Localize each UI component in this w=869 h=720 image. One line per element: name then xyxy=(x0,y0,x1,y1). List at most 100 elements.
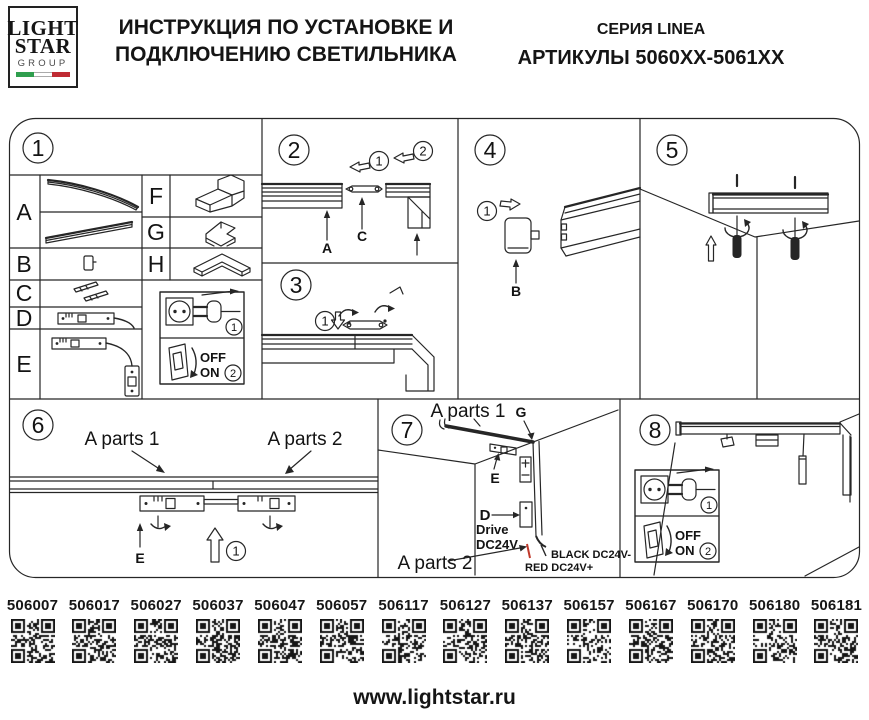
black-wire-label: BLACK DC24V- xyxy=(551,549,631,561)
qr-item: 506127 xyxy=(436,597,495,663)
qr-item: 506117 xyxy=(374,597,433,663)
qr-item: 506027 xyxy=(127,597,186,663)
qr-article-row: 506007 506017 506027 506037 506047 50605… xyxy=(3,597,866,663)
joined-track-icon xyxy=(260,333,435,392)
right-arrow-icon xyxy=(499,198,521,211)
up-arrow-icon xyxy=(705,235,717,262)
label-a-parts-1: A parts 1 xyxy=(85,429,160,450)
qr-code xyxy=(752,619,797,663)
step-4-badge: 4 xyxy=(474,134,506,166)
part-letter-b: B xyxy=(16,251,31,277)
spotlight-icon xyxy=(720,433,735,448)
on-label: ON xyxy=(200,365,220,380)
svg-text:2: 2 xyxy=(419,144,426,159)
ceiling-corner-lines xyxy=(639,188,860,399)
label-b-pointer: B xyxy=(511,259,521,299)
step-5-panel: 5 xyxy=(639,134,860,399)
socket-icon xyxy=(165,297,194,326)
part-c-connector-pins-icon xyxy=(73,281,109,302)
track-box-icon xyxy=(755,434,779,447)
up-arrow-icon xyxy=(206,527,224,563)
track-connector-boxes xyxy=(519,456,533,528)
driver-boards-icon xyxy=(139,495,296,512)
qr-article-label: 506170 xyxy=(687,597,739,614)
screw-rotation-icons xyxy=(150,515,283,531)
screws-icon xyxy=(735,173,797,190)
page-title-line2: ПОДКЛЮЧЕНИЮ СВЕТИЛЬНИКА xyxy=(115,43,457,67)
red-wire-label: RED DC24V+ xyxy=(525,562,593,574)
switch-step-badge: 2 xyxy=(224,364,242,382)
part-letter-h: H xyxy=(148,251,165,277)
step-7-badge: 7 xyxy=(391,414,423,446)
label-e-pointer: E xyxy=(489,443,517,486)
lightstar-logo: LIGHT STAR GROUP xyxy=(7,6,78,88)
step-8-panel: 8 xyxy=(633,413,860,577)
svg-text:E: E xyxy=(135,550,144,566)
label-a-parts-1: A parts 1 xyxy=(431,401,506,422)
black-wire-tick xyxy=(540,544,547,557)
svg-text:G: G xyxy=(516,404,527,420)
svg-text:1: 1 xyxy=(483,204,490,219)
series-name: СЕРИЯ LINEA xyxy=(596,21,706,38)
step-4-panel: 4 1 B xyxy=(474,134,642,299)
qr-code xyxy=(257,619,302,663)
output-wires xyxy=(526,535,547,559)
slide-arrow-2-icon: 2 xyxy=(393,140,434,164)
off-label: OFF xyxy=(200,350,226,365)
part-e-driver-strip-icon xyxy=(51,337,140,397)
qr-article-label: 506017 xyxy=(68,597,120,614)
qr-article-label: 506117 xyxy=(378,597,429,614)
mounted-track-icon xyxy=(708,192,830,214)
website-url: www.lightstar.ru xyxy=(353,686,516,709)
svg-text:1: 1 xyxy=(232,544,239,559)
qr-item: 506170 xyxy=(683,597,742,663)
plug-in-arrow-icon xyxy=(201,288,239,296)
part-letter-c: C xyxy=(16,280,33,306)
qr-item: 506157 xyxy=(560,597,619,663)
installation-diagram: 1 A B C D E F G H xyxy=(8,117,861,579)
installed-track-icon xyxy=(675,421,852,496)
svg-text:B: B xyxy=(511,283,521,299)
joined-ceiling-track-icon xyxy=(9,476,379,494)
part-letter-d: D xyxy=(16,305,33,331)
svg-text:2: 2 xyxy=(288,137,301,163)
svg-text:1: 1 xyxy=(231,322,237,334)
label-a-parts-2: A parts 2 xyxy=(398,553,473,574)
series-block: СЕРИЯ LINEA АРТИКУЛЫ 5060XX-5061XX xyxy=(478,21,824,70)
step-2-panel: 2 1 2 xyxy=(260,134,434,256)
label-d-drive-pointer: D Drive DC24V xyxy=(476,507,520,552)
room-lines xyxy=(653,413,860,577)
qr-article-label: 506037 xyxy=(192,597,244,614)
part-letter-e: E xyxy=(16,351,31,377)
svg-text:A: A xyxy=(322,240,332,256)
svg-text:C: C xyxy=(357,228,367,244)
svg-text:7: 7 xyxy=(401,417,414,443)
plug-icon xyxy=(192,300,241,323)
qr-article-label: 506167 xyxy=(625,597,677,614)
qr-code xyxy=(381,619,426,663)
power-connection-inset xyxy=(633,465,721,564)
svg-text:2: 2 xyxy=(230,368,236,380)
qr-article-label: 506157 xyxy=(563,597,615,614)
insert-cap-badge: 1 xyxy=(476,198,521,222)
step-3-panel: 3 1 xyxy=(260,269,435,392)
svg-text:DC24V: DC24V xyxy=(476,537,518,552)
qr-item: 506007 xyxy=(3,597,62,663)
label-a-pointer: A xyxy=(322,210,332,256)
screwdriver-right-icon xyxy=(782,217,809,260)
qr-item: 506057 xyxy=(312,597,371,663)
step-1-panel: 1 A B C D E F G H xyxy=(9,132,263,400)
power-connection-inset: 1 OFF ON 2 xyxy=(159,288,245,385)
vertical-track-icon xyxy=(532,440,543,537)
part-letter-a: A xyxy=(16,199,32,225)
step-2-badge: 2 xyxy=(278,134,310,166)
part-b-end-cap-icon xyxy=(83,255,97,271)
qr-code xyxy=(443,619,488,663)
qr-item: 506017 xyxy=(65,597,124,663)
svg-text:3: 3 xyxy=(290,272,303,298)
qr-code xyxy=(690,619,735,663)
pendant-lamp-icon xyxy=(798,433,807,485)
qr-article-label: 506127 xyxy=(439,597,492,614)
qr-item: 506137 xyxy=(498,597,557,663)
